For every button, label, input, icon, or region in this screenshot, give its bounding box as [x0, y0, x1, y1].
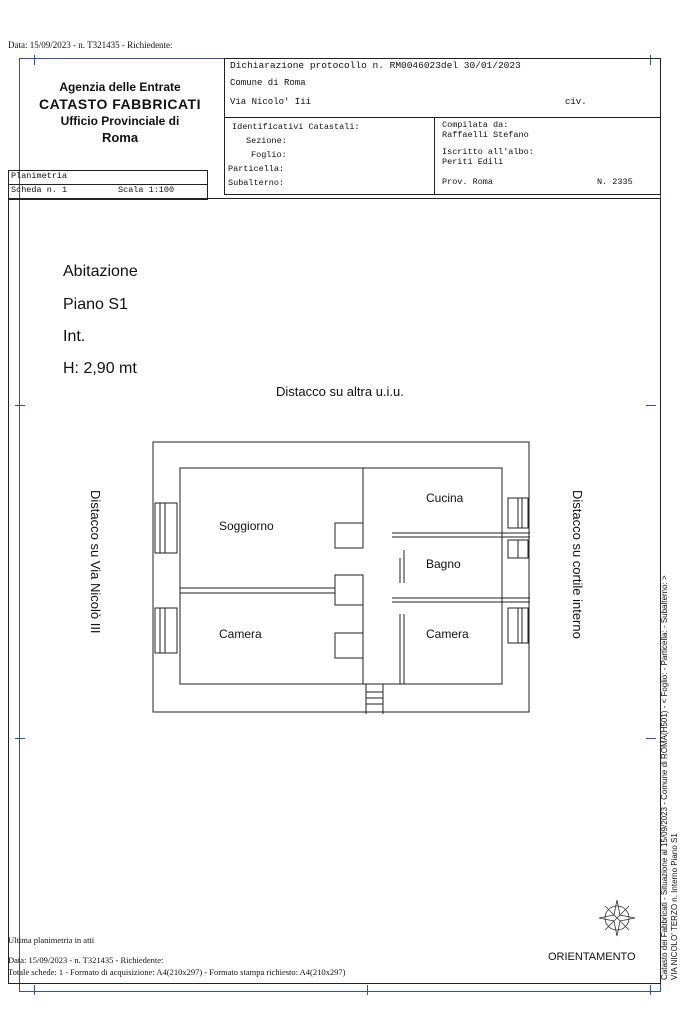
unit-interior: Int. [63, 328, 86, 345]
subalterno-label: Subalterno: [228, 178, 285, 188]
particella-label: Particella: [228, 164, 285, 174]
frame-tick [650, 55, 651, 65]
wall-block [334, 574, 364, 606]
office-city: Roma [101, 130, 139, 145]
frame-tick [646, 405, 656, 406]
unit-floor: Piano S1 [63, 296, 128, 313]
top-request-line: Data: 15/09/2023 - n. T321435 - Richiede… [8, 40, 173, 50]
wall-block [334, 632, 364, 659]
compiler-block: Compilata da: Raffaelli Stefano Iscritto… [442, 120, 534, 167]
planimetria-box [8, 170, 208, 200]
orientamento-label: ORIENTAMENTO [548, 951, 636, 963]
header-info-box [224, 58, 661, 195]
compass-rose-icon [598, 899, 636, 937]
footer-request-line: Data: 15/09/2023 - n. T321435 - Richiede… [8, 955, 164, 965]
sezione-label: Sezione: [246, 136, 287, 146]
albo-value: Periti Edili [442, 157, 504, 167]
frame-tick [15, 738, 25, 739]
side-note-line2: VIA NICOLO' TERZO n. Interno Piano S1 [670, 833, 679, 980]
wall-block [334, 522, 364, 549]
room-cucina: Cucina [426, 491, 464, 505]
header-divider [224, 117, 660, 118]
footer-format-line: Totale schede: 1 - Formato di acquisizio… [8, 967, 346, 977]
foglio-label: Foglio: [251, 150, 287, 160]
floor-plan [152, 441, 530, 714]
agency-block: Agenzia delle Entrate CATASTO FABBRICATI… [30, 80, 210, 145]
window-left-lower [154, 607, 178, 654]
room-camera-right: Camera [426, 627, 469, 641]
plan-outer-wall [152, 441, 530, 713]
registration-number: N. 2335 [597, 177, 633, 187]
identificativi-title: Identificativi Catastali: [232, 122, 360, 132]
iscritto-label: Iscritto all'albo: [442, 147, 534, 157]
frame-tick [34, 55, 35, 65]
planimetria-label: Planimetria [11, 171, 68, 181]
frame-tick [15, 405, 25, 406]
frame-tick [650, 985, 651, 995]
room-bagno: Bagno [426, 557, 461, 571]
last-plan-note: Ultima planimetria in atti [8, 935, 95, 945]
unit-height: H: 2,90 mt [63, 360, 137, 377]
civico-label: civ. [565, 97, 587, 107]
protocol-line: Dichiarazione protocollo n. RM0046023del… [230, 60, 521, 71]
room-camera-left: Camera [219, 627, 262, 641]
comune-line: Comune di Roma [230, 78, 306, 88]
province-label: Prov. Roma [442, 177, 494, 187]
room-soggiorno: Soggiorno [219, 519, 274, 533]
plan-inner-wall [179, 467, 503, 685]
via-line: Via Nicolo' Iii [230, 97, 312, 107]
frame-tick [34, 985, 35, 995]
distacco-top-label: Distacco su altra u.i.u. [276, 384, 404, 399]
scala-label: Scala 1:100 [118, 185, 175, 195]
frame-tick [367, 985, 368, 995]
side-note-line1: Catasto dei Fabbricati - Situazione al 1… [660, 575, 669, 980]
catasto-title: CATASTO FABBRICATI [39, 96, 201, 112]
planimetria-divider [8, 184, 207, 185]
frame-tick [646, 738, 656, 739]
drawing-frame [8, 198, 661, 984]
compilata-label: Compilata da: [442, 120, 509, 130]
distacco-left-label: Distacco su Via Nicolò III [88, 490, 103, 634]
side-note: Catasto dei Fabbricati - Situazione al 1… [660, 448, 680, 980]
scheda-label: Scheda n. 1 [11, 185, 68, 195]
distacco-right-label: Distacco su cortile interno [570, 490, 585, 639]
unit-type: Abitazione [63, 263, 138, 280]
window-left-upper [154, 502, 178, 554]
compiler-name: Raffaelli Stefano [442, 130, 529, 140]
header-divider [434, 117, 435, 194]
agency-name: Agenzia delle Entrate [59, 80, 181, 94]
office-label: Ufficio Provinciale di [60, 114, 180, 128]
